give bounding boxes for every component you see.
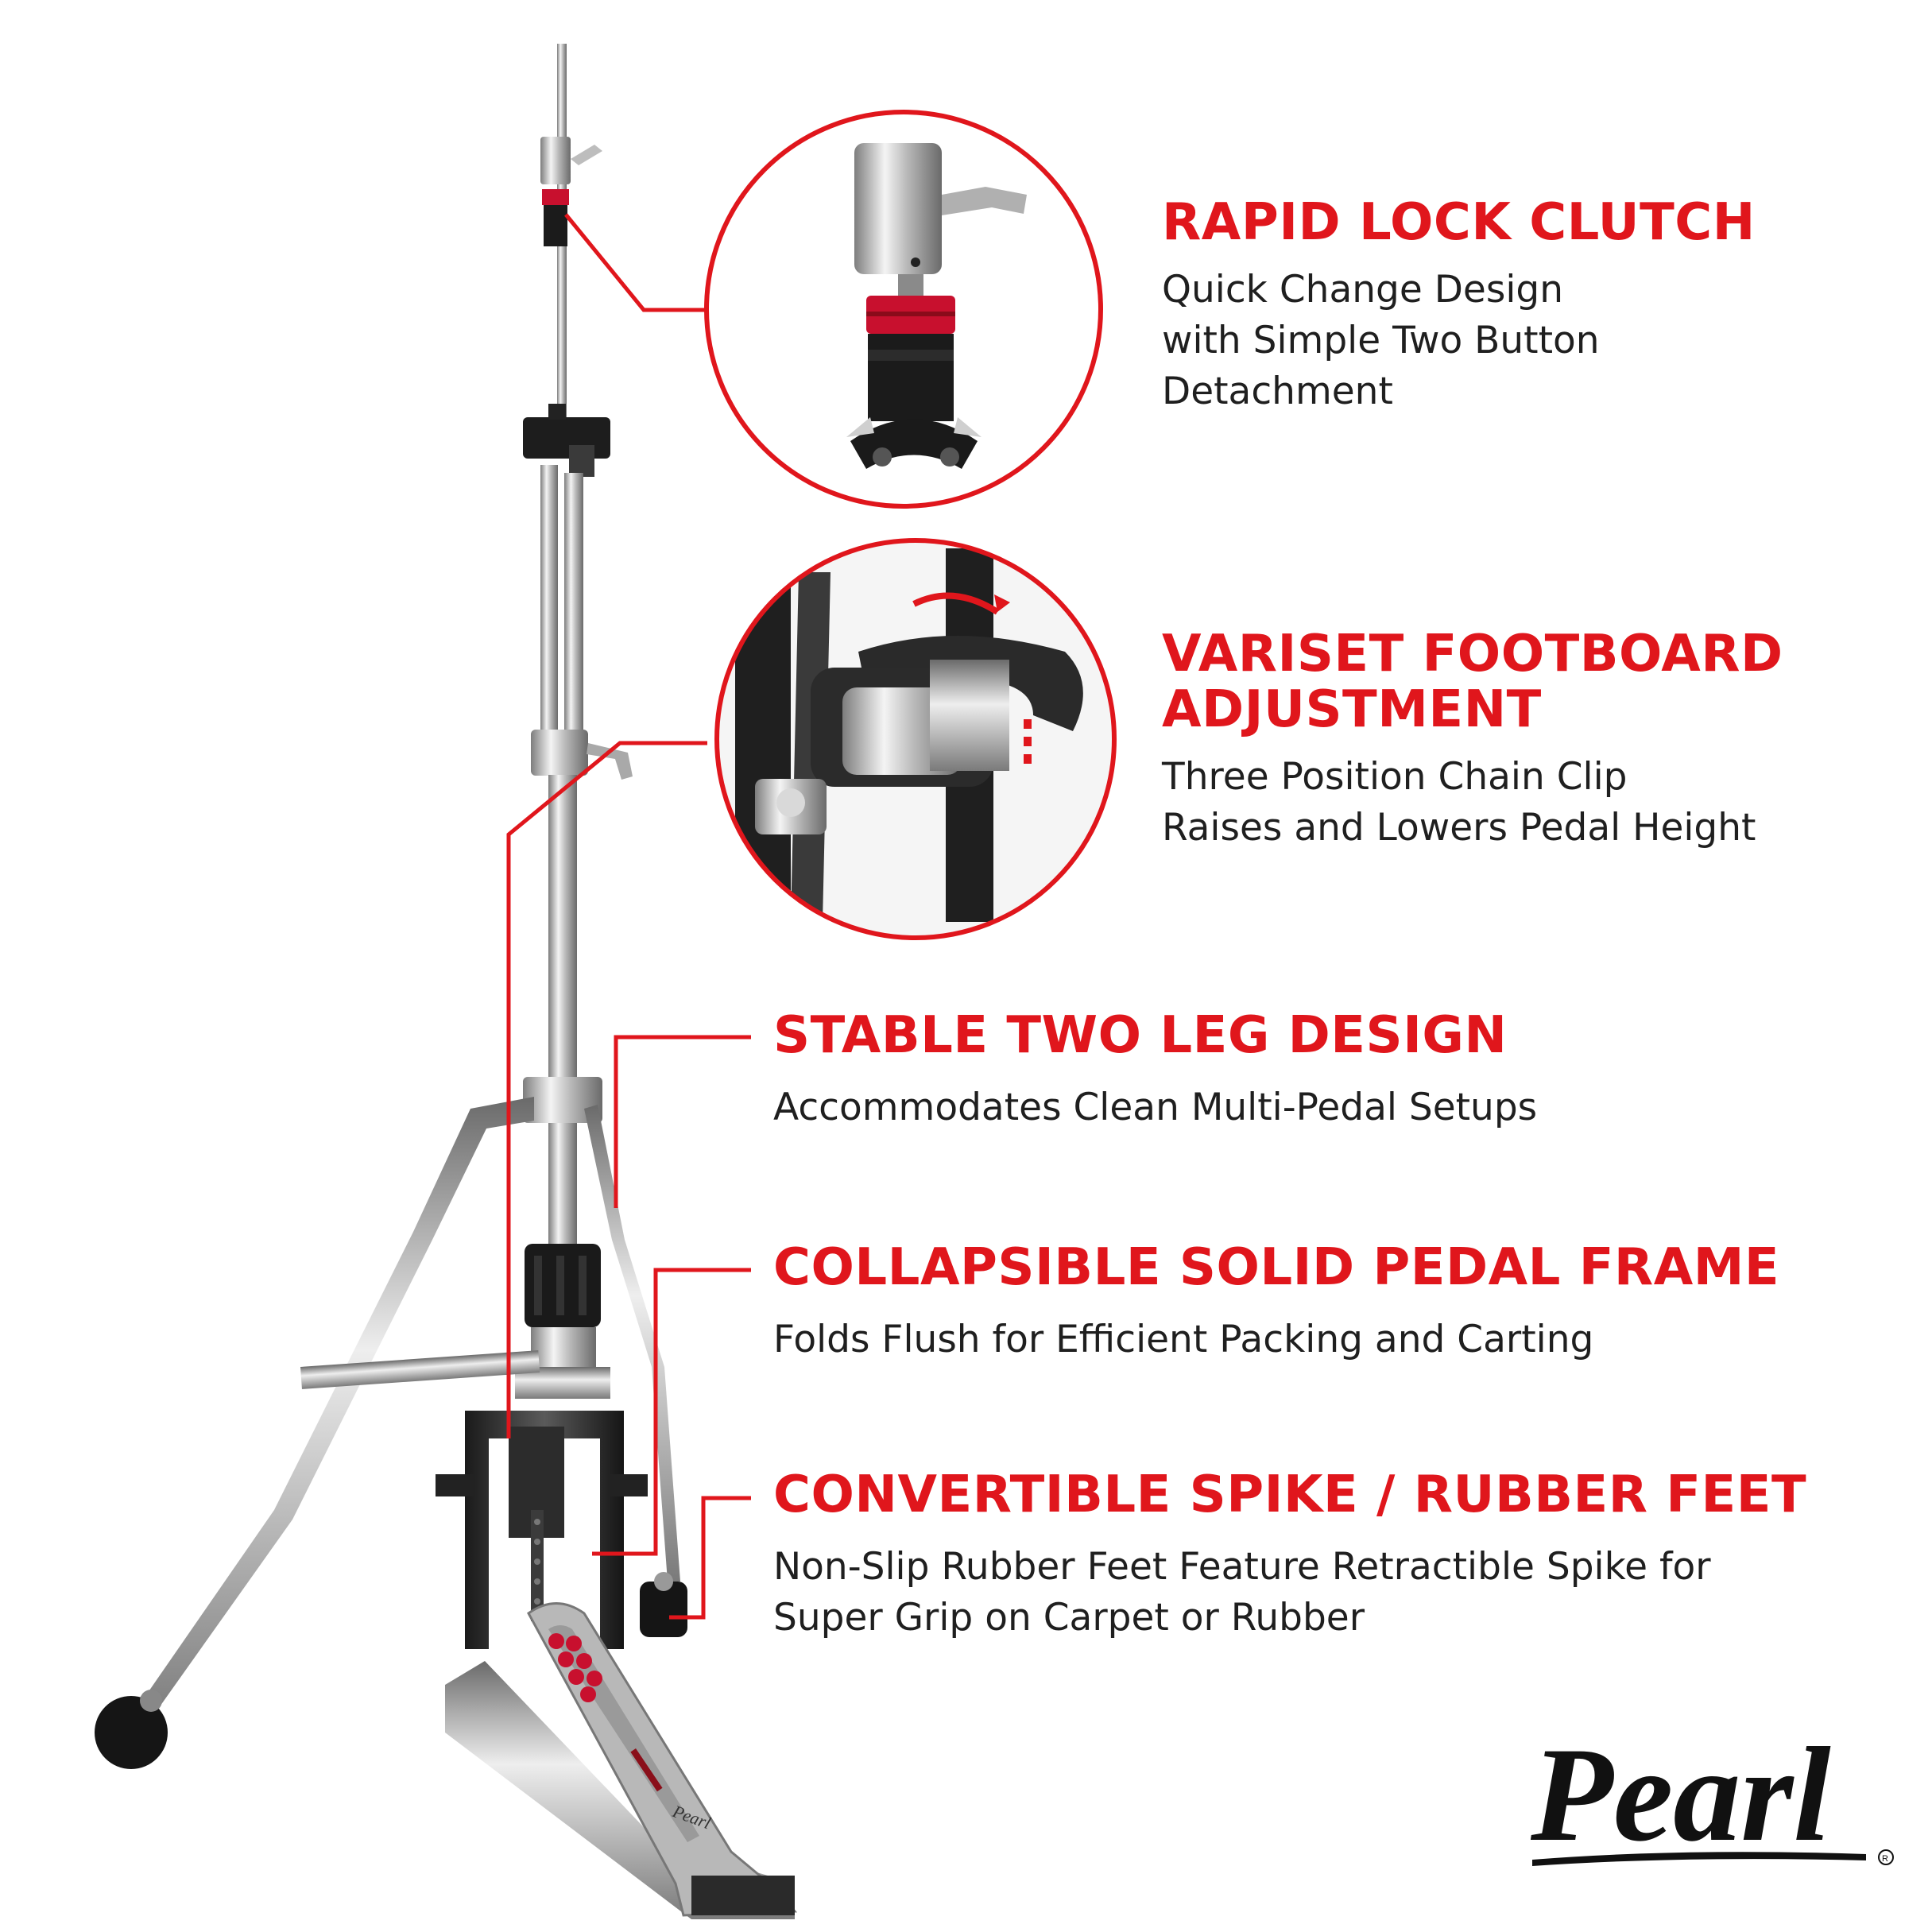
feature-title: STABLE TWO LEG DESIGN xyxy=(773,1006,1508,1065)
variset-footboard-closeup xyxy=(717,540,1113,938)
feature-title: RAPID LOCK CLUTCH xyxy=(1162,193,1756,252)
feature-description: Three Position Chain Clip Raises and Low… xyxy=(1162,755,1756,850)
svg-text:R: R xyxy=(1882,1854,1888,1864)
feature-description: Folds Flush for Efficient Packing and Ca… xyxy=(773,1318,1594,1361)
feature-two-leg-design: STABLE TWO LEG DESIGN Accommodates Clean… xyxy=(773,1008,1537,1133)
feature-title: COLLAPSIBLE SOLID PEDAL FRAME xyxy=(773,1238,1780,1297)
feature-rapid-lock-clutch: RAPID LOCK CLUTCH Quick Change Design wi… xyxy=(1162,195,1756,417)
feature-description: Non-Slip Rubber Feet Feature Retractible… xyxy=(773,1545,1711,1640)
feature-variset-footboard: VARISET FOOTBOARD ADJUSTMENT Three Posit… xyxy=(1162,626,1783,854)
feature-spike-rubber-feet: CONVERTIBLE SPIKE / RUBBER FEET Non-Slip… xyxy=(773,1467,1806,1644)
pearl-logo: Pearl R xyxy=(1530,1721,1894,1869)
feature-description: Accommodates Clean Multi-Pedal Setups xyxy=(773,1086,1538,1129)
svg-text:Pearl: Pearl xyxy=(1530,1721,1831,1869)
feature-title: VARISET FOOTBOARD ADJUSTMENT xyxy=(1162,625,1783,739)
feature-title: CONVERTIBLE SPIKE / RUBBER FEET xyxy=(773,1465,1807,1524)
feature-description: Quick Change Design with Simple Two Butt… xyxy=(1162,268,1600,413)
rapid-lock-clutch-closeup xyxy=(846,143,1027,469)
feature-collapsible-frame: COLLAPSIBLE SOLID PEDAL FRAME Folds Flus… xyxy=(773,1240,1779,1365)
